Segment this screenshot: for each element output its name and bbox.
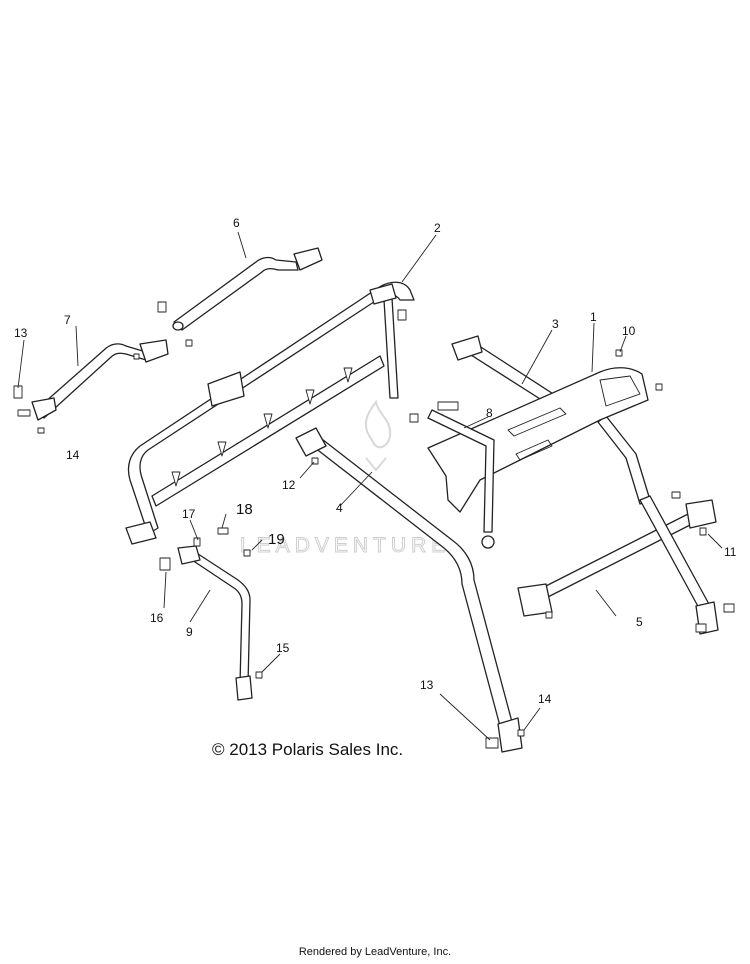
- callout-12: 12: [282, 478, 296, 492]
- callout-16: 16: [150, 611, 164, 625]
- part-1-rear-panel: [427, 349, 663, 513]
- part-9-small-bar: [159, 527, 263, 701]
- callout-8: 8: [486, 406, 493, 420]
- part-8-brace: [409, 401, 495, 549]
- callout-10: 10: [622, 324, 636, 338]
- part-6-side-bar: [157, 247, 323, 347]
- hardware-bottom: [485, 729, 525, 749]
- callout-7: 7: [64, 313, 71, 327]
- callout-13-bottom: 13: [420, 678, 434, 692]
- callout-1: 1: [590, 310, 597, 324]
- callout-13-left: 13: [14, 326, 28, 340]
- rendered-by-footer: Rendered by LeadVenture, Inc.: [298, 946, 452, 958]
- watermark-text: LEADVENTURE: [240, 534, 450, 557]
- callout-9: 9: [186, 625, 193, 639]
- callout-2: 2: [434, 221, 441, 235]
- callout-11: 11: [724, 545, 737, 559]
- callout-14-bottom: 14: [538, 692, 552, 706]
- callout-3: 3: [552, 317, 559, 331]
- callout-17: 17: [182, 507, 196, 521]
- callout-4: 4: [336, 501, 343, 515]
- part-7-side-bar: [13, 339, 169, 434]
- part-2-front-roll-bar: [125, 281, 415, 545]
- callout-5: 5: [636, 615, 643, 629]
- leader-lines: [17, 231, 723, 741]
- callout-19: 19: [268, 531, 285, 548]
- watermark: LEADVENTURE: [240, 399, 450, 558]
- flame-logo-icon: [364, 399, 392, 472]
- callout-6: 6: [233, 216, 240, 230]
- callout-18: 18: [236, 501, 253, 518]
- callouts: 1 2 3 4 5 6 7 8 9 10 11 12 13 13 14 14 1…: [14, 216, 737, 706]
- callout-14-left: 14: [66, 448, 80, 462]
- part-5-lower-cross-bar: [517, 491, 735, 635]
- callout-15: 15: [276, 641, 290, 655]
- part-4-rear-side-bar: [295, 427, 523, 753]
- copyright-text: © 2013 Polaris Sales Inc.: [212, 740, 404, 759]
